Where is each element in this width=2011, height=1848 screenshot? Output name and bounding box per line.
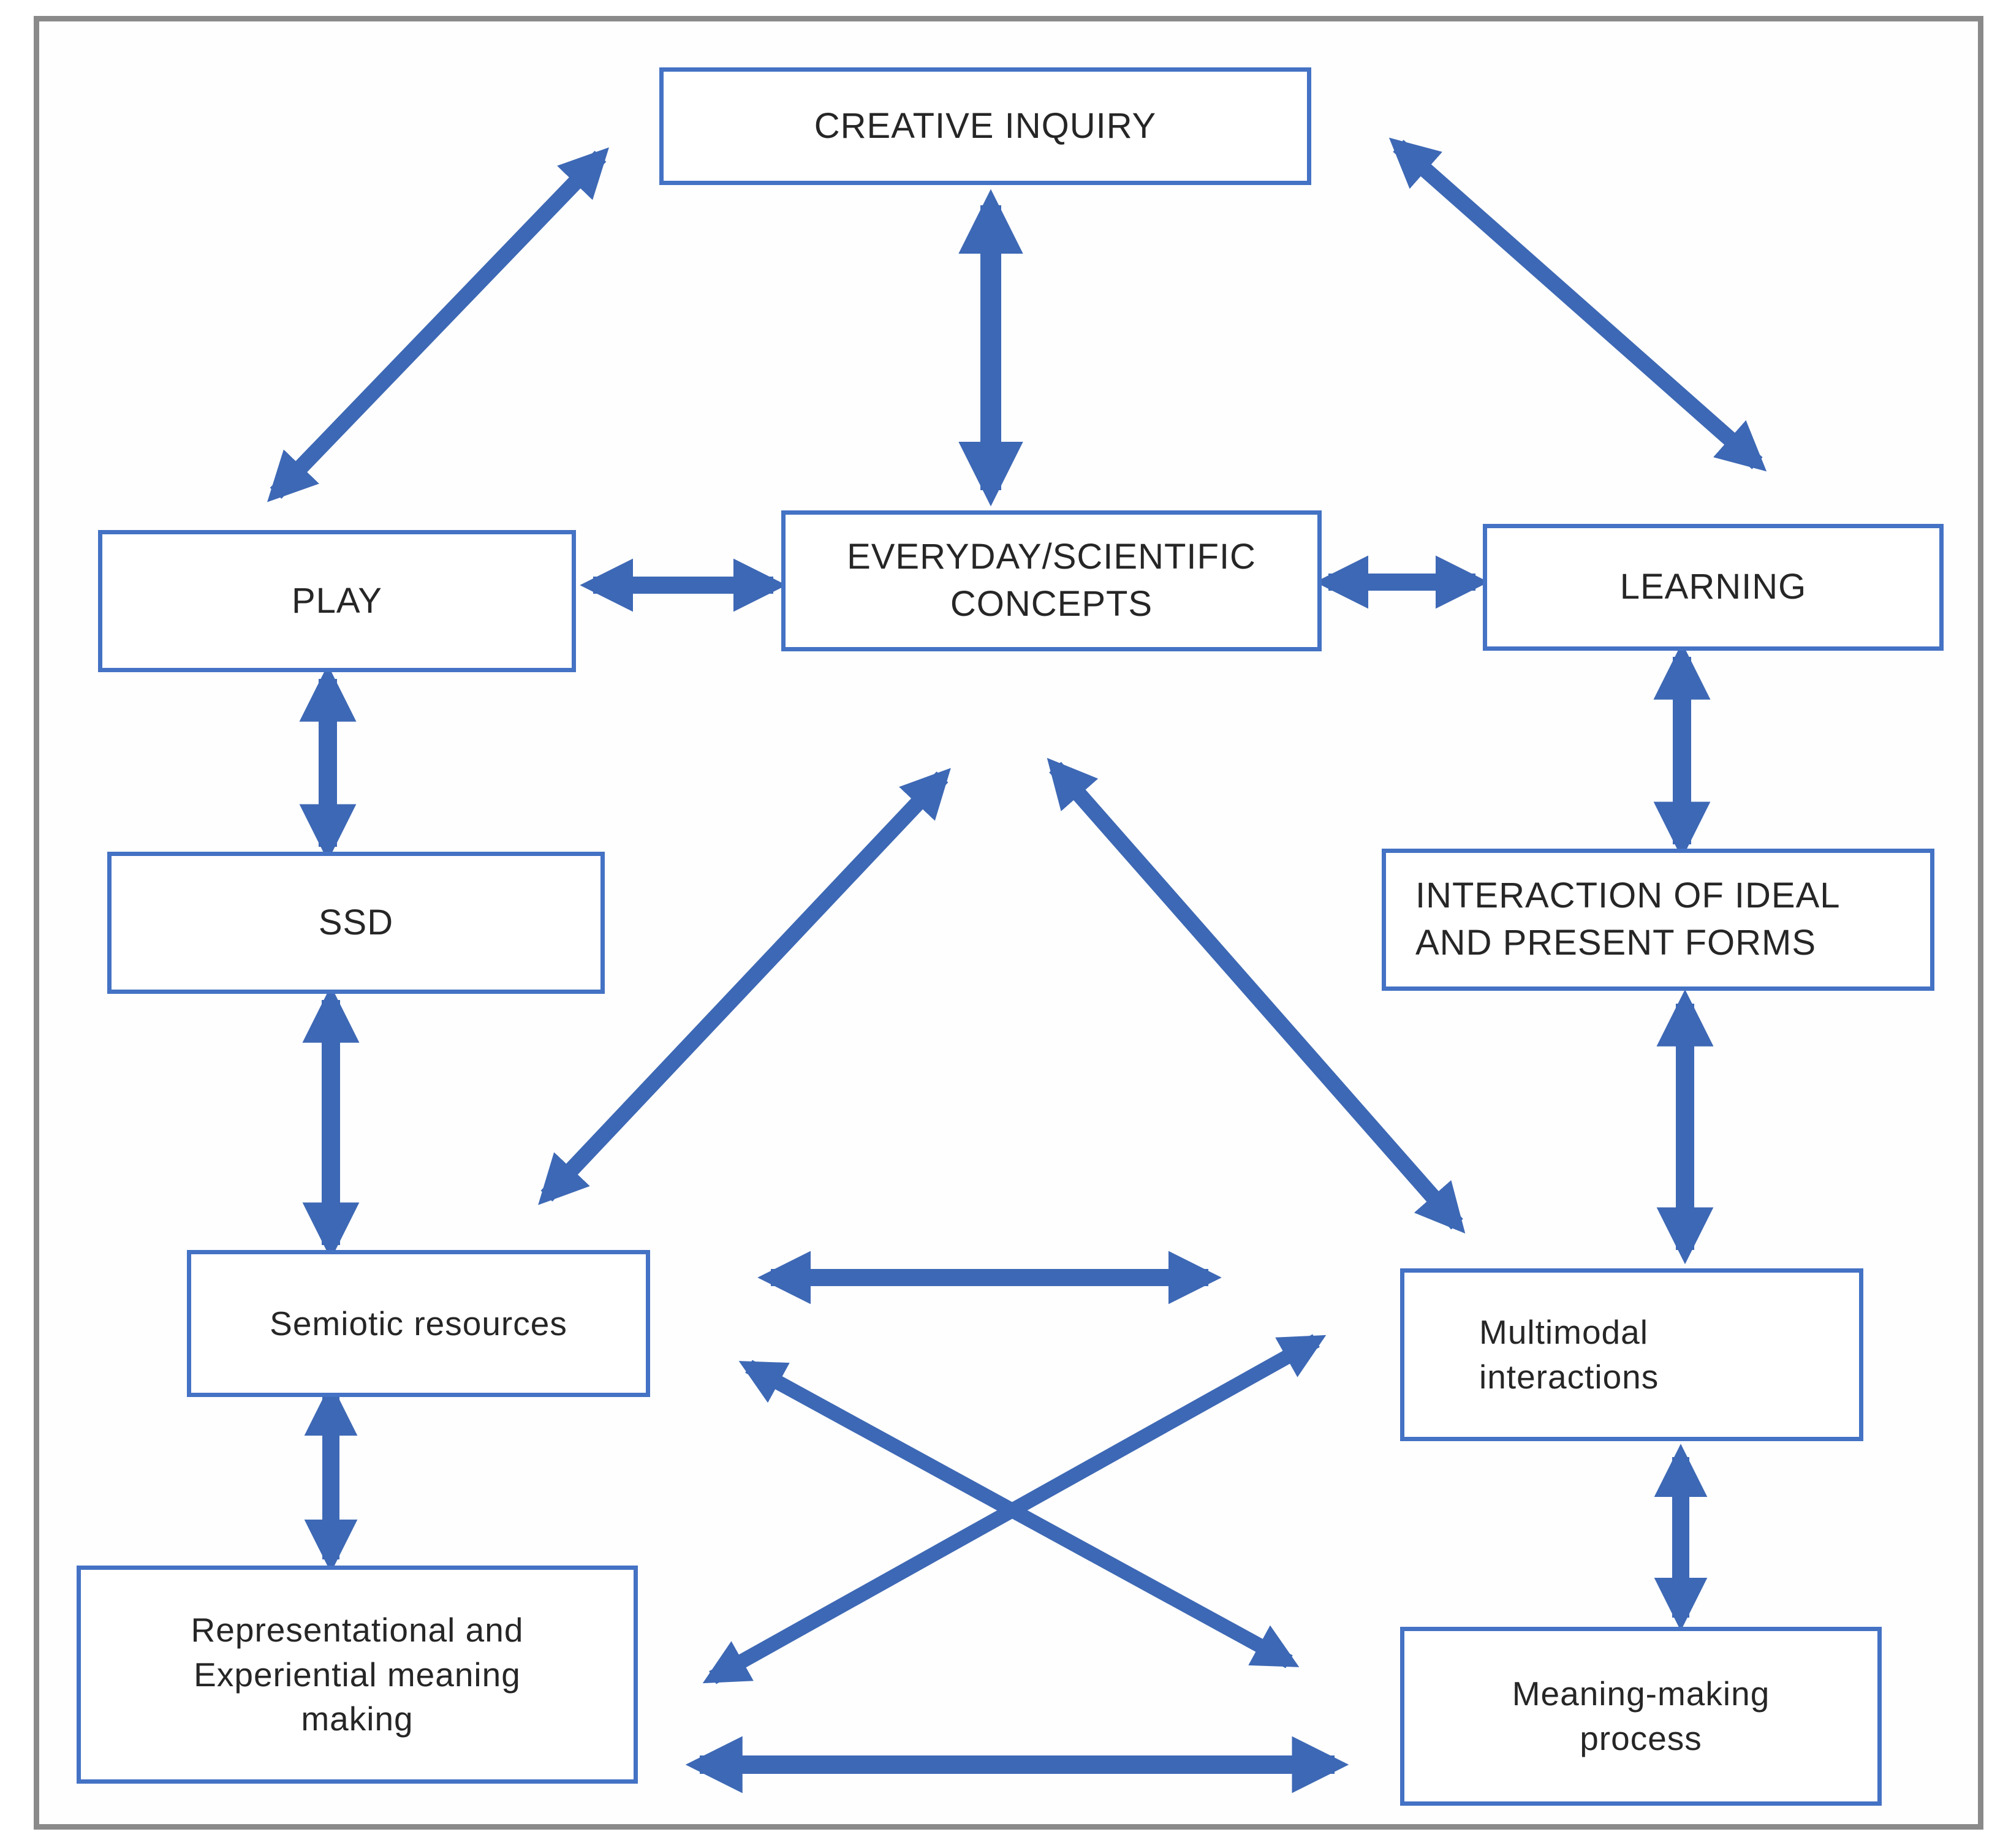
box-creative-inquiry: CREATIVE INQUIRY xyxy=(659,67,1311,185)
box-learning: LEARNING xyxy=(1483,524,1944,651)
box-interaction-of-ideal-and-present-forms: INTERACTION OF IDEAL AND PRESENT FORMS xyxy=(1382,849,1934,991)
box-semiotic-resources: Semiotic resources xyxy=(187,1250,650,1397)
arrow-creative-inquiry-play xyxy=(267,147,609,502)
box-semiotic-resources-label: Semiotic resources xyxy=(270,1304,567,1342)
box-play: PLAY xyxy=(98,530,576,672)
arrow-creative-inquiry-learning xyxy=(1388,137,1767,472)
box-learning-label: LEARNING xyxy=(1619,567,1807,607)
box-multimodal-interactions-label: Multimodal interactions xyxy=(1479,1313,1659,1396)
box-creative-inquiry-label: CREATIVE INQUIRY xyxy=(814,105,1157,146)
box-ssd: SSD xyxy=(107,852,605,994)
box-interaction-of-ideal-and-present-forms-label: INTERACTION OF IDEAL AND PRESENT FORMS xyxy=(1415,876,1841,963)
box-representational-and-experiential-meaning-making: Representational and Experiential meanin… xyxy=(77,1566,638,1784)
box-multimodal-interactions: Multimodal interactions xyxy=(1400,1268,1863,1441)
box-meaning-making-process-label: Meaning-making process xyxy=(1512,1675,1770,1757)
box-everyday-scientific-concepts: EVERYDAY/SCIENTIFIC CONCEPTS xyxy=(781,510,1322,651)
box-everyday-scientific-concepts-label: EVERYDAY/SCIENTIFIC CONCEPTS xyxy=(847,537,1256,624)
box-play-label: PLAY xyxy=(291,580,382,621)
arrow-everyday-scientific-concepts-multimodal-interactions xyxy=(1047,757,1466,1234)
arrow-everyday-scientific-concepts-semiotic-resources xyxy=(538,768,951,1205)
box-meaning-making-process: Meaning-making process xyxy=(1400,1627,1882,1806)
box-ssd-label: SSD xyxy=(318,902,394,942)
arrow-multimodal-interactions-representational-experiential xyxy=(702,1334,1327,1684)
box-representational-and-experiential-meaning-making-label: Representational and Experiential meanin… xyxy=(191,1611,524,1738)
